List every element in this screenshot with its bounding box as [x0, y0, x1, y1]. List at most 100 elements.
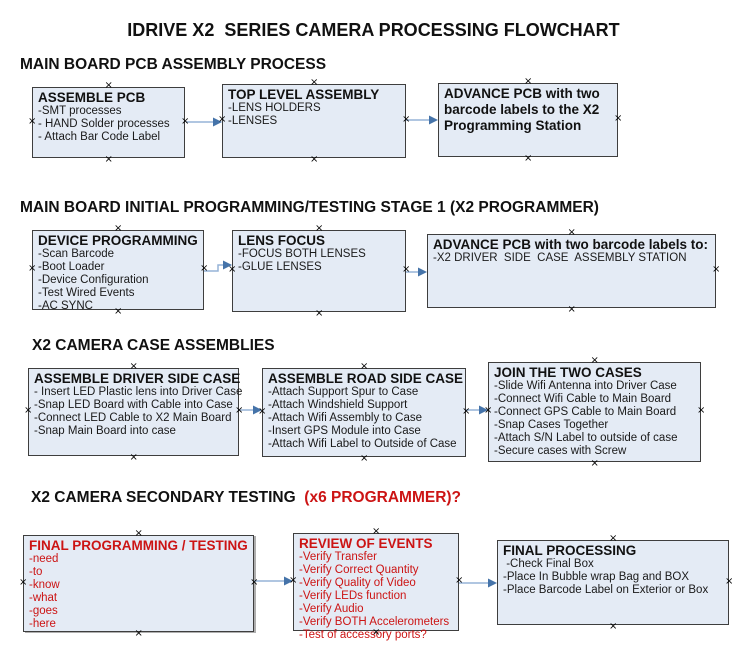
box-item: -Attach S/N Label to outside of case — [494, 432, 678, 444]
box-item: - HAND Solder processes — [38, 118, 170, 130]
box-item: -SMT processes — [38, 105, 122, 117]
box-item: - Attach Bar Code Label — [38, 131, 161, 143]
selection-handle-icon — [105, 82, 113, 90]
box-title: ADVANCE PCB with two barcode labels to: — [433, 237, 709, 252]
box-item: -Verify BOTH Accelerometers — [299, 616, 450, 628]
box-item: -Slide Wifi Antenna into Driver Case — [494, 380, 677, 392]
selection-handle-icon — [114, 225, 122, 233]
selection-handle-icon — [402, 266, 410, 274]
box-title: FINAL PROCESSING — [503, 543, 637, 558]
flow-box-device-programming: DEVICE PROGRAMMING -Scan Barcode -Boot L… — [32, 230, 204, 312]
page-title: IDRIVE X2 SERIES CAMERA PROCESSING FLOWC… — [127, 20, 620, 40]
selection-handle-icon — [402, 116, 410, 124]
box-item: -Secure cases with Screw — [494, 445, 627, 457]
box-item: -to — [29, 566, 43, 578]
box-item: -know — [29, 579, 60, 591]
box-item: -Snap Cases Together — [494, 419, 609, 431]
section-heading-secondary-testing-red: (x6 PROGRAMMER)? — [295, 489, 462, 506]
box-title: ADVANCE PCB with two barcode labels to t… — [444, 86, 600, 133]
selection-handle-icon — [24, 407, 32, 415]
box-title: DEVICE PROGRAMMING — [38, 233, 198, 248]
selection-handle-icon — [105, 156, 113, 164]
selection-handle-icon — [725, 578, 733, 586]
selection-handle-icon — [360, 363, 368, 371]
selection-handle-icon — [114, 308, 122, 316]
flow-box-review-of-events: REVIEW OF EVENTS -Verify Transfer -Verif… — [293, 533, 459, 641]
box-title: REVIEW OF EVENTS — [299, 536, 433, 551]
box-item: -Scan Barcode — [38, 248, 115, 260]
box-item: -Place In Bubble wrap Bag and BOX — [503, 571, 690, 583]
box-item: -Connect LED Cable to X2 Main Board — [34, 412, 232, 424]
box-item: -LENSES — [228, 115, 278, 127]
selection-handle-icon — [19, 579, 27, 587]
box-item: -Verify Audio — [299, 603, 364, 615]
box-title: JOIN THE TWO CASES — [494, 365, 642, 380]
box-item: - Insert LED Plastic lens into Driver Ca… — [34, 386, 243, 398]
flow-box-advance-pcb-driver-side-station: ADVANCE PCB with two barcode labels to: … — [427, 234, 716, 308]
box-item: -Attach Support Spur to Case — [268, 386, 419, 398]
selection-handle-icon — [228, 266, 236, 274]
selection-handle-icon — [568, 306, 576, 314]
box-item: -what — [29, 592, 58, 604]
flow-box-final-processing: FINAL PROCESSING -Check Final Box -Place… — [497, 540, 729, 625]
selection-handle-icon — [258, 408, 266, 416]
box-item: -Connect Wifi Cable to Main Board — [494, 393, 672, 405]
selection-handle-icon — [609, 535, 617, 543]
flow-box-top-level-assembly: TOP LEVEL ASSEMBLY -LENS HOLDERS -LENSES — [222, 84, 406, 158]
flow-box-final-programming-testing: FINAL PROGRAMMING / TESTING -need -to -k… — [23, 535, 254, 632]
box-title: LENS FOCUS — [238, 233, 326, 248]
box-item: -LENS HOLDERS — [228, 102, 321, 114]
selection-handle-icon — [315, 310, 323, 318]
arrow-head-icon — [488, 578, 497, 588]
flow-arrow-icon — [186, 115, 222, 129]
box-item: -Attach Windshield Support — [268, 399, 408, 411]
box-item: -Snap Main Board into case — [34, 425, 176, 437]
box-item: -Check Final Box — [503, 558, 594, 570]
flow-box-assemble-driver-side-case: ASSEMBLE DRIVER SIDE CASE - Insert LED P… — [28, 368, 243, 456]
selection-handle-icon — [372, 629, 380, 637]
arrow-head-icon — [418, 267, 427, 277]
box-item: -Attach Wifi Assembly to Case — [268, 412, 423, 424]
flow-arrow-icon — [406, 113, 438, 127]
selection-handle-icon — [372, 528, 380, 536]
box-item: -Insert GPS Module into Case — [268, 425, 421, 437]
section-heading-secondary-testing-black: X2 CAMERA SECONDARY TESTING — [31, 489, 296, 506]
selection-handle-icon — [609, 623, 617, 631]
arrow-head-icon — [429, 115, 438, 125]
selection-handle-icon — [591, 460, 599, 468]
selection-handle-icon — [524, 78, 532, 86]
selection-handle-icon — [28, 265, 36, 273]
section-heading-pcb-assembly: MAIN BOARD PCB ASSEMBLY PROCESS — [20, 56, 327, 73]
box-title: FINAL PROGRAMMING / TESTING — [29, 538, 248, 553]
flow-box-assemble-pcb: ASSEMBLE PCB -SMT processes - HAND Solde… — [32, 87, 185, 158]
flow-box-assemble-road-side-case: ASSEMBLE ROAD SIDE CASE -Attach Support … — [262, 368, 466, 457]
selection-handle-icon — [310, 156, 318, 164]
selection-handle-icon — [310, 79, 318, 87]
selection-handle-icon — [712, 266, 720, 274]
selection-handle-icon — [135, 530, 143, 538]
selection-handle-icon — [218, 116, 226, 124]
selection-handle-icon — [28, 118, 36, 126]
section-heading-initial-programming: MAIN BOARD INITIAL PROGRAMMING/TESTING S… — [20, 199, 599, 216]
selection-handle-icon — [360, 455, 368, 463]
box-item: -need — [29, 553, 59, 565]
box-title: ASSEMBLE DRIVER SIDE CASE — [34, 371, 241, 386]
box-title: TOP LEVEL ASSEMBLY — [228, 87, 380, 102]
selection-handle-icon — [614, 115, 622, 123]
selection-handle-icon — [568, 229, 576, 237]
box-item: -here — [29, 618, 56, 630]
box-item: -Boot Loader — [38, 261, 105, 273]
selection-handle-icon — [697, 407, 705, 415]
box-item: -X2 DRIVER SIDE CASE ASSEMBLY STATION — [433, 252, 687, 264]
flow-box-join-the-two-cases: JOIN THE TWO CASES -Slide Wifi Antenna i… — [488, 362, 701, 462]
selection-handle-icon — [130, 454, 138, 462]
section-heading-case-assemblies: X2 CAMERA CASE ASSEMBLIES — [32, 337, 275, 354]
selection-handle-icon — [591, 357, 599, 365]
box-item: -Verify Transfer — [299, 551, 377, 563]
box-item: -Verify LEDs function — [299, 590, 407, 602]
box-item: -Verify Quality of Video — [299, 577, 416, 589]
selection-handle-icon — [181, 118, 189, 126]
selection-handle-icon — [462, 408, 470, 416]
flow-box-lens-focus: LENS FOCUS -FOCUS BOTH LENSES -GLUE LENS… — [232, 230, 406, 312]
